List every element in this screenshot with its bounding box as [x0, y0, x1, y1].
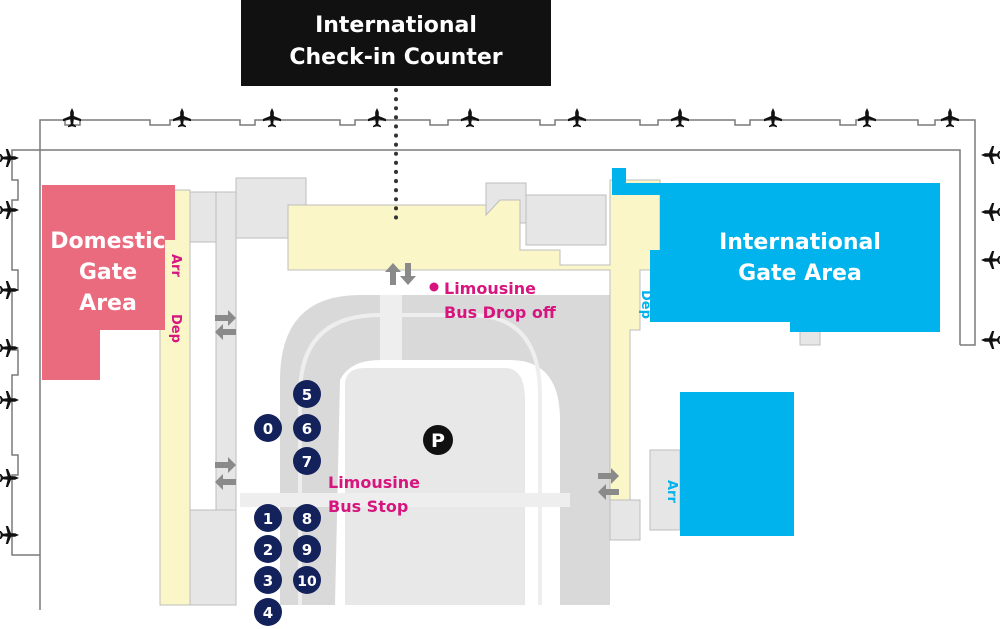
- domestic-area-label-3: Area: [79, 291, 137, 316]
- svg-text:10: 10: [297, 574, 317, 590]
- terminal-outline: [39, 149, 961, 610]
- domestic-arr-label: Arr: [168, 254, 183, 277]
- bus-stop-label-1: Limousine: [328, 473, 420, 492]
- bus-stop-badges: 0 5 6 7 1 8 2 9 3 10 4: [254, 380, 321, 626]
- drop-off-lane: [380, 295, 402, 360]
- bus-stop-5: 5: [293, 380, 321, 408]
- crosswalk-bar: [240, 493, 570, 507]
- drop-off-label-2: Bus Drop off: [444, 303, 557, 322]
- international-area-label-1: International: [719, 230, 881, 255]
- bus-stop-2: 2: [254, 535, 282, 563]
- check-in-counter-callout: International Check-in Counter: [241, 0, 551, 86]
- bus-stop-7: 7: [293, 447, 321, 475]
- svg-text:9: 9: [302, 541, 312, 559]
- bus-stop-3: 3: [254, 566, 282, 594]
- bus-stop-9: 9: [293, 535, 321, 563]
- parking-icon: P: [423, 425, 453, 455]
- bus-stop-6: 6: [293, 414, 321, 442]
- building-blocks: [175, 177, 821, 606]
- direction-arrow-icon: [215, 263, 619, 500]
- parking-symbol: P: [431, 430, 445, 452]
- callout-line-2: Check-in Counter: [289, 45, 503, 70]
- international-dep-label: Dep: [638, 290, 653, 319]
- drop-off-marker: [429, 282, 439, 292]
- bus-stop-0: 0: [254, 414, 282, 442]
- domestic-area-label-2: Gate: [79, 260, 137, 285]
- pier-outline-left: [11, 149, 40, 556]
- domestic-gate-area: [42, 185, 175, 380]
- svg-text:2: 2: [263, 541, 273, 559]
- international-area-label-2: Gate Area: [738, 261, 862, 286]
- international-arr-label: Arr: [664, 480, 679, 503]
- bus-stop-10: 10: [293, 566, 321, 594]
- bus-stop-4: 4: [254, 598, 282, 626]
- international-gate-area: [612, 168, 940, 332]
- svg-text:5: 5: [302, 386, 312, 404]
- svg-text:3: 3: [263, 572, 273, 590]
- parking-lot: [345, 368, 525, 605]
- bus-stop-8: 8: [293, 504, 321, 532]
- international-annex: [680, 392, 794, 536]
- svg-text:1: 1: [263, 510, 273, 528]
- svg-text:0: 0: [263, 420, 273, 438]
- domestic-dep-label: Dep: [168, 314, 183, 343]
- svg-text:6: 6: [302, 420, 312, 438]
- callout-line-1: International: [315, 13, 477, 38]
- svg-text:8: 8: [302, 510, 312, 528]
- domestic-area-label-1: Domestic: [50, 229, 165, 254]
- bus-stop-1: 1: [254, 504, 282, 532]
- svg-text:4: 4: [263, 604, 273, 622]
- pier-outline-top: [39, 119, 976, 346]
- bus-stop-label-2: Bus Stop: [328, 497, 408, 516]
- drop-off-label-1: Limousine: [444, 279, 536, 298]
- svg-text:7: 7: [302, 453, 312, 471]
